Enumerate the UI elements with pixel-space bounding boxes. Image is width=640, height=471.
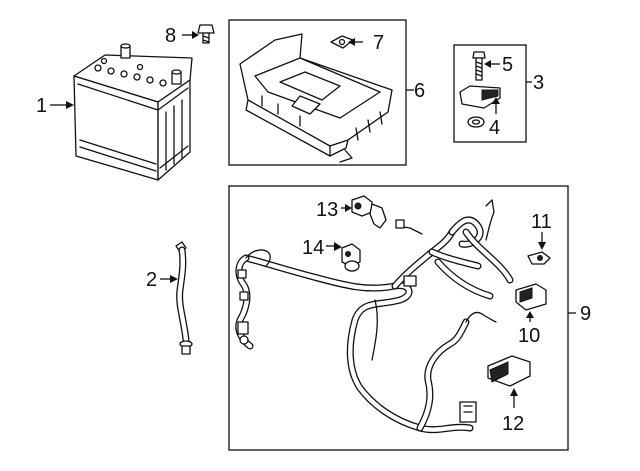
cover-part-12 xyxy=(487,355,531,387)
battery-tray-box xyxy=(228,19,407,166)
battery-illustration xyxy=(73,43,193,181)
callout-12: 12 xyxy=(502,413,524,435)
callout-14: 14 xyxy=(302,237,324,259)
hold-down-clamp-part-4 xyxy=(459,85,501,128)
callout-1: 1 xyxy=(36,95,47,117)
callout-13: 13 xyxy=(316,199,338,221)
callout-7: 7 xyxy=(373,32,384,54)
callout-6: 6 xyxy=(414,80,425,102)
callout-2: 2 xyxy=(146,269,157,291)
cable-part-2 xyxy=(175,241,193,355)
hold-down-bolt-part-5 xyxy=(472,51,486,81)
leader-lines xyxy=(50,31,576,408)
wiring-harness-illustration xyxy=(235,199,514,434)
callout-4: 4 xyxy=(489,117,500,139)
connector-part-13 xyxy=(351,195,387,229)
battery-tray-illustration xyxy=(239,33,393,163)
connector-part-14 xyxy=(341,243,361,272)
callout-5: 5 xyxy=(502,54,513,76)
callout-8: 8 xyxy=(165,25,176,47)
relay-part-10 xyxy=(515,283,547,311)
callout-9: 9 xyxy=(580,303,591,325)
callout-11: 11 xyxy=(531,211,552,233)
hold-down-box xyxy=(453,44,527,143)
callout-3: 3 xyxy=(533,72,544,94)
callout-10: 10 xyxy=(518,325,540,347)
wiring-harness-box xyxy=(228,185,569,451)
bolt-part-8 xyxy=(197,24,215,44)
clip-part-11 xyxy=(527,251,551,265)
